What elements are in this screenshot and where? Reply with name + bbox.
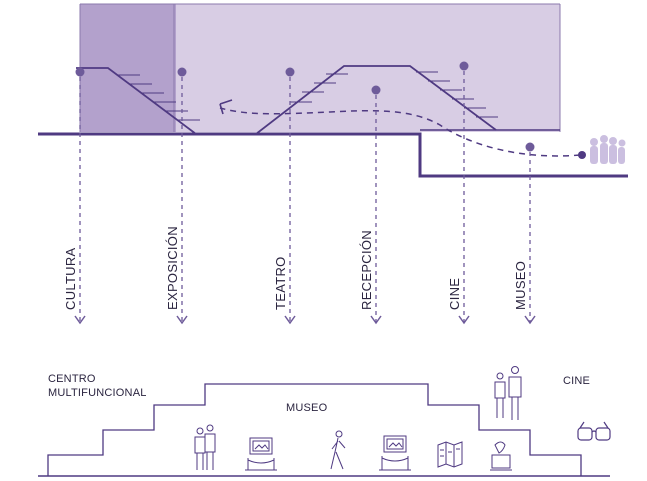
label-recepcion: RECEPCIÓN — [359, 230, 374, 310]
section-labels: CULTURA EXPOSICIÓN TEATRO RECEPCIÓN CINE… — [63, 210, 529, 312]
centro-label-line2: MULTIFUNCIONAL — [48, 387, 147, 399]
center-ramp — [255, 65, 497, 135]
arrow-icon — [219, 99, 233, 115]
teatro-dot — [285, 67, 295, 77]
building-volume — [174, 4, 560, 132]
painting-icon-2 — [379, 435, 411, 471]
cine-label: CINE — [563, 375, 590, 387]
3d-glasses-icon — [577, 421, 611, 441]
standing-people-icon — [494, 366, 522, 420]
stepped-section: CENTRO MULTIFUNCIONAL MUSEO CINE — [38, 366, 611, 477]
label-cultura: CULTURA — [63, 247, 78, 310]
painting-icon — [245, 437, 277, 471]
ground-line — [38, 132, 628, 178]
label-exposicion: EXPOSICIÓN — [165, 226, 180, 310]
label-museo: MUSEO — [513, 261, 528, 310]
circulation-path — [219, 107, 581, 157]
sculpture-icon — [490, 441, 512, 471]
walking-person-icon — [330, 430, 346, 470]
exposicion-dot — [177, 67, 187, 77]
museo-label: MUSEO — [286, 402, 328, 414]
museo-dot — [525, 142, 535, 152]
map-panel-icon — [437, 441, 463, 468]
stepped-profile — [47, 383, 582, 476]
building-section — [38, 3, 628, 325]
label-cine: CINE — [447, 278, 462, 310]
visitors-group-icon — [590, 135, 626, 164]
left-ramp — [76, 67, 197, 135]
label-teatro: TEATRO — [273, 256, 288, 310]
cultura-dot — [75, 67, 85, 77]
recepcion-dot — [371, 85, 381, 95]
people-icon — [194, 424, 216, 470]
centro-label-line1: CENTRO — [48, 373, 96, 385]
cine-dot — [459, 61, 469, 71]
